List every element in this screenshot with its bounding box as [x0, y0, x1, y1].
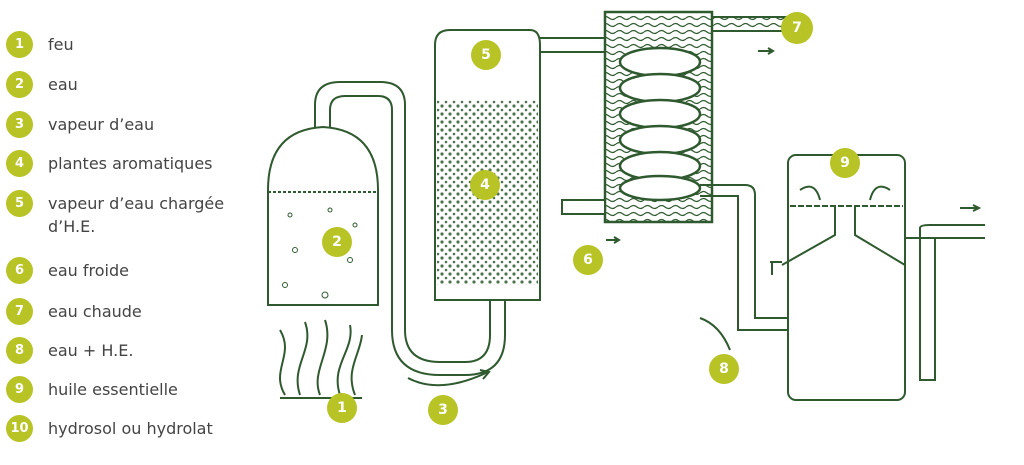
svg-text:9: 9 [840, 155, 850, 171]
legend-label: eau [48, 75, 78, 94]
legend-badge: 1 [6, 31, 33, 58]
fire-icon [279, 319, 363, 399]
legend-item-vapeur: 3 vapeur d’eau [6, 111, 154, 138]
condenser [561, 10, 791, 224]
legend-item-huile: 9 huile essentielle [6, 376, 178, 403]
legend-item-feu: 1 feu [6, 31, 74, 58]
legend-badge: 5 [6, 190, 33, 217]
diagram-badge-2: 2 [322, 227, 352, 257]
legend-label: vapeur d’eau [48, 115, 155, 134]
legend-item-plantes: 4 plantes aromatiques [6, 150, 213, 177]
legend-label: eau + H.E. [48, 341, 134, 360]
legend-label: huile essentielle [48, 380, 178, 399]
svg-text:2: 2 [332, 234, 342, 250]
legend-badge: 4 [6, 150, 33, 177]
svg-text:1: 1 [337, 400, 347, 416]
legend-badge: 7 [6, 298, 33, 325]
svg-text:5: 5 [481, 47, 491, 63]
diagram-badge-7: 7 [781, 12, 813, 44]
legend-label: hydrosol ou hydrolat [48, 419, 213, 438]
outlet-pipe [700, 184, 788, 331]
legend-badge: 3 [6, 111, 33, 138]
hydrosol-exit-pipe [905, 224, 985, 381]
legend-label: feu [48, 35, 74, 54]
legend-badge: 9 [6, 376, 33, 403]
vapour-pipe [540, 37, 605, 53]
steam-pipe-inner [329, 95, 506, 376]
legend-item-eau-chaude: 7 eau chaude [6, 298, 142, 325]
flow-arrows [407, 47, 982, 387]
legend-item-eau-froide: 6 eau froide [6, 257, 129, 284]
legend-item-vapeur-he: 5 vapeur d’eau chargée d’H.E. [6, 190, 253, 238]
separator [770, 154, 906, 401]
svg-text:8: 8 [719, 361, 729, 377]
diagram-badge-8: 8 [709, 354, 739, 384]
legend: 1 feu 2 eau 3 vapeur d’eau 4 plantes aromati… [0, 0, 262, 465]
legend-badge: 8 [6, 337, 33, 364]
legend-label: vapeur d’eau chargée d’H.E. [48, 194, 225, 236]
diagram-badge-5: 5 [471, 40, 501, 70]
legend-item-eau: 2 eau [6, 71, 78, 98]
svg-text:7: 7 [792, 20, 802, 36]
legend-label: eau chaude [48, 302, 142, 321]
steam-pipe [314, 81, 491, 363]
legend-item-eau-he: 8 eau + H.E. [6, 337, 133, 364]
diagram-badge-3: 3 [428, 395, 458, 425]
boiler [267, 125, 379, 306]
svg-text:3: 3 [438, 402, 448, 418]
svg-text:4: 4 [480, 177, 490, 193]
diagram-badge-9: 9 [830, 148, 860, 178]
diagram-badge-4: 4 [470, 170, 500, 200]
legend-badge: 6 [6, 257, 33, 284]
legend-item-hydrosol: 10 hydrosol ou hydrolat [6, 415, 213, 442]
diagram-badge-6: 6 [573, 245, 603, 275]
legend-badge: 10 [6, 415, 33, 442]
legend-label: plantes aromatiques [48, 154, 213, 173]
plant-column [434, 29, 541, 301]
svg-text:6: 6 [583, 252, 593, 268]
legend-badge: 2 [6, 71, 33, 98]
legend-label: eau froide [48, 261, 129, 280]
diagram-badge-1: 1 [327, 393, 357, 423]
